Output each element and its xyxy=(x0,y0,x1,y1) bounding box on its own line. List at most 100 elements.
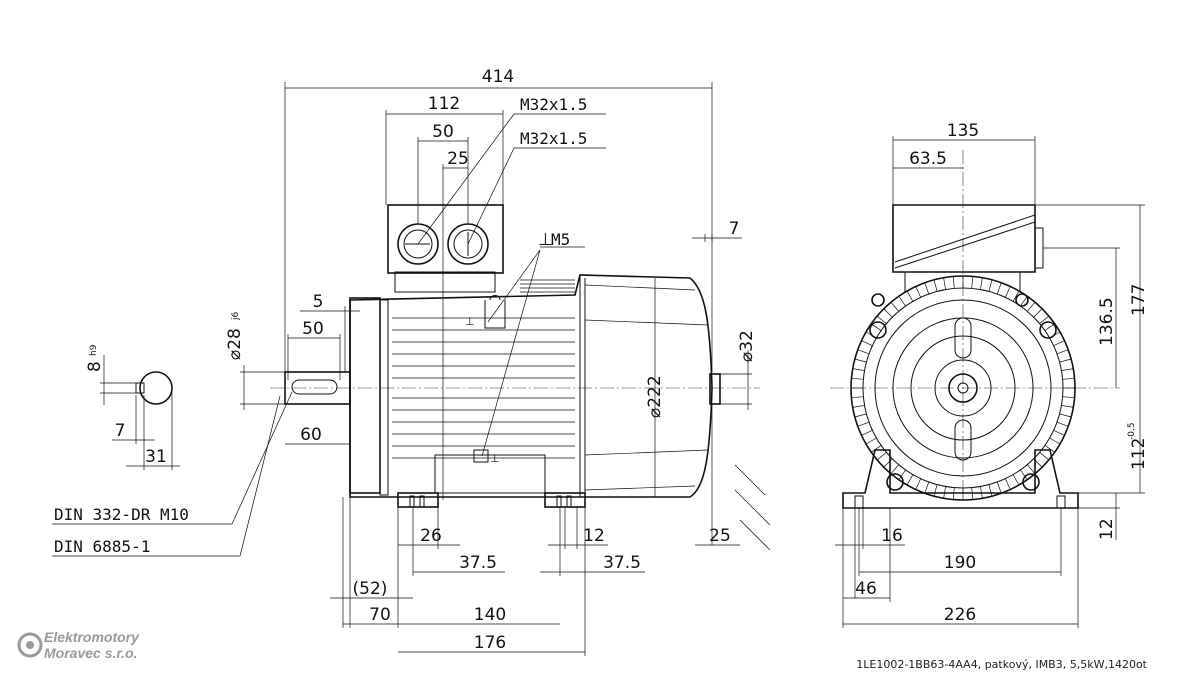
dim-foot-70: 70 xyxy=(369,605,391,625)
key-detail: 8 h9 7 31 xyxy=(85,344,180,470)
key-shaft-height: 31 xyxy=(145,447,167,467)
shaft xyxy=(284,371,721,405)
fin-line xyxy=(971,276,974,289)
logo-line-2: Moravec s.r.o. xyxy=(44,645,137,661)
dim-shaft-height-tol: -0.5 xyxy=(1127,422,1137,440)
fin-line xyxy=(1004,286,1011,298)
dim-shaft-fit: j6 xyxy=(231,311,241,321)
fin-line xyxy=(852,368,865,371)
fin-line xyxy=(943,277,946,290)
dim-foot-height: 12 xyxy=(1097,518,1117,540)
fin-line xyxy=(1033,308,1043,318)
fin-line xyxy=(1062,377,1075,380)
fin-line xyxy=(865,437,877,445)
fin-line xyxy=(898,296,906,307)
fin-line xyxy=(890,301,899,312)
earth-symbol: ⊥ xyxy=(538,230,553,250)
fin-line xyxy=(952,276,955,289)
fin-line xyxy=(988,484,993,497)
fin-line xyxy=(857,421,870,427)
fin-line xyxy=(1044,445,1055,453)
note-din-332: DIN 332-DR M10 xyxy=(54,505,189,524)
fin-line xyxy=(988,279,993,292)
fin-line xyxy=(1059,358,1072,363)
logo-line-1: Elektromotory xyxy=(44,629,140,645)
fin-line xyxy=(871,445,882,453)
dim-shaft-shoulder: 5 xyxy=(313,292,324,312)
dim-rear-gap: 7 xyxy=(729,219,740,239)
fin-line xyxy=(924,282,930,295)
dim-foot-37-5-left: 37.5 xyxy=(459,553,497,573)
dim-hole-16: 16 xyxy=(881,526,903,546)
fin-line xyxy=(1039,315,1050,324)
dim-foot-spacing: 190 xyxy=(944,553,976,573)
fin-line xyxy=(1012,290,1020,302)
fin-line xyxy=(980,277,983,290)
terminal-box xyxy=(387,204,504,293)
earth-mark-bottom: ⊥ xyxy=(490,452,500,465)
dim-foot-176: 176 xyxy=(474,633,506,653)
dim-gland-offset: 25 xyxy=(447,149,469,169)
gland-thread-1: M32x1.5 xyxy=(520,95,587,114)
dim-bolt-hole-12: 12 xyxy=(583,526,605,546)
fin-line xyxy=(890,464,899,475)
fin-line xyxy=(1004,478,1011,490)
dim-height-box: 136.5 xyxy=(1097,297,1117,346)
fin-line xyxy=(1053,340,1065,347)
fin-line xyxy=(1044,323,1055,331)
fin-line xyxy=(854,413,867,418)
fin-line xyxy=(857,349,870,355)
fin-line xyxy=(1062,396,1075,399)
side-view: ⊥ ⊥ 414 112 50 25 M32x1.5 M32x1.5 ⊥ xyxy=(52,67,771,656)
dim-foot-edge: 46 xyxy=(855,579,877,599)
fin-line xyxy=(1039,452,1050,461)
fin-line xyxy=(1061,368,1074,371)
end-fins xyxy=(851,276,1075,500)
fin-line xyxy=(933,484,938,497)
dim-terminal-box-width: 112 xyxy=(428,94,460,114)
dim-height-total: 177 xyxy=(1129,284,1149,316)
fin-line xyxy=(1059,413,1072,418)
key-fit: h9 xyxy=(89,344,99,356)
dim-bolt-hole-26: 26 xyxy=(420,526,442,546)
fin-line xyxy=(876,452,887,461)
dim-overall-length: 414 xyxy=(482,67,514,87)
fin-line xyxy=(1053,429,1065,436)
fin-line xyxy=(883,308,893,318)
fin-line xyxy=(1027,301,1036,312)
fin-line xyxy=(915,286,922,298)
fin-line xyxy=(1056,421,1069,427)
dim-rear-shaft-diameter: ⌀32 xyxy=(737,330,757,362)
fin-line xyxy=(871,323,882,331)
dim-box-width: 135 xyxy=(947,121,979,141)
dim-foot-thickness: 25 xyxy=(709,526,731,546)
dim-gland-spacing: 50 xyxy=(432,122,454,142)
fin-line xyxy=(1061,405,1074,408)
fin-line xyxy=(906,474,914,486)
fin-line xyxy=(1020,469,1028,480)
dim-shaft-length: 60 xyxy=(300,425,322,445)
fin-line xyxy=(996,282,1002,295)
dim-housing-diameter: ⌀222 xyxy=(645,375,665,418)
dim-foot-140: 140 xyxy=(474,605,506,625)
fin-line xyxy=(906,290,914,302)
fin-line xyxy=(1056,349,1069,355)
gland-thread-2: M32x1.5 xyxy=(520,129,587,148)
drawing-caption: 1LE1002-1BB63-4AA4, patkový, IMB3, 5,5kW… xyxy=(856,658,1147,671)
fin-line xyxy=(915,478,922,490)
key-width: 8 xyxy=(85,361,105,372)
company-logo: Elektromotory Moravec s.r.o. xyxy=(17,629,140,661)
earth-mark-top: ⊥ xyxy=(465,315,475,328)
fin-line xyxy=(861,429,873,436)
fin-line xyxy=(1012,474,1020,486)
fin-line xyxy=(876,315,887,324)
fin-line xyxy=(854,358,867,363)
dim-shaft-height: 112 xyxy=(1129,438,1149,470)
dim-shaft-diameter: ⌀28 xyxy=(225,328,245,360)
fin-line xyxy=(1049,437,1061,445)
fin-line xyxy=(883,458,893,468)
fin-line xyxy=(933,279,938,292)
feet xyxy=(397,454,586,508)
fin-line xyxy=(852,405,865,408)
